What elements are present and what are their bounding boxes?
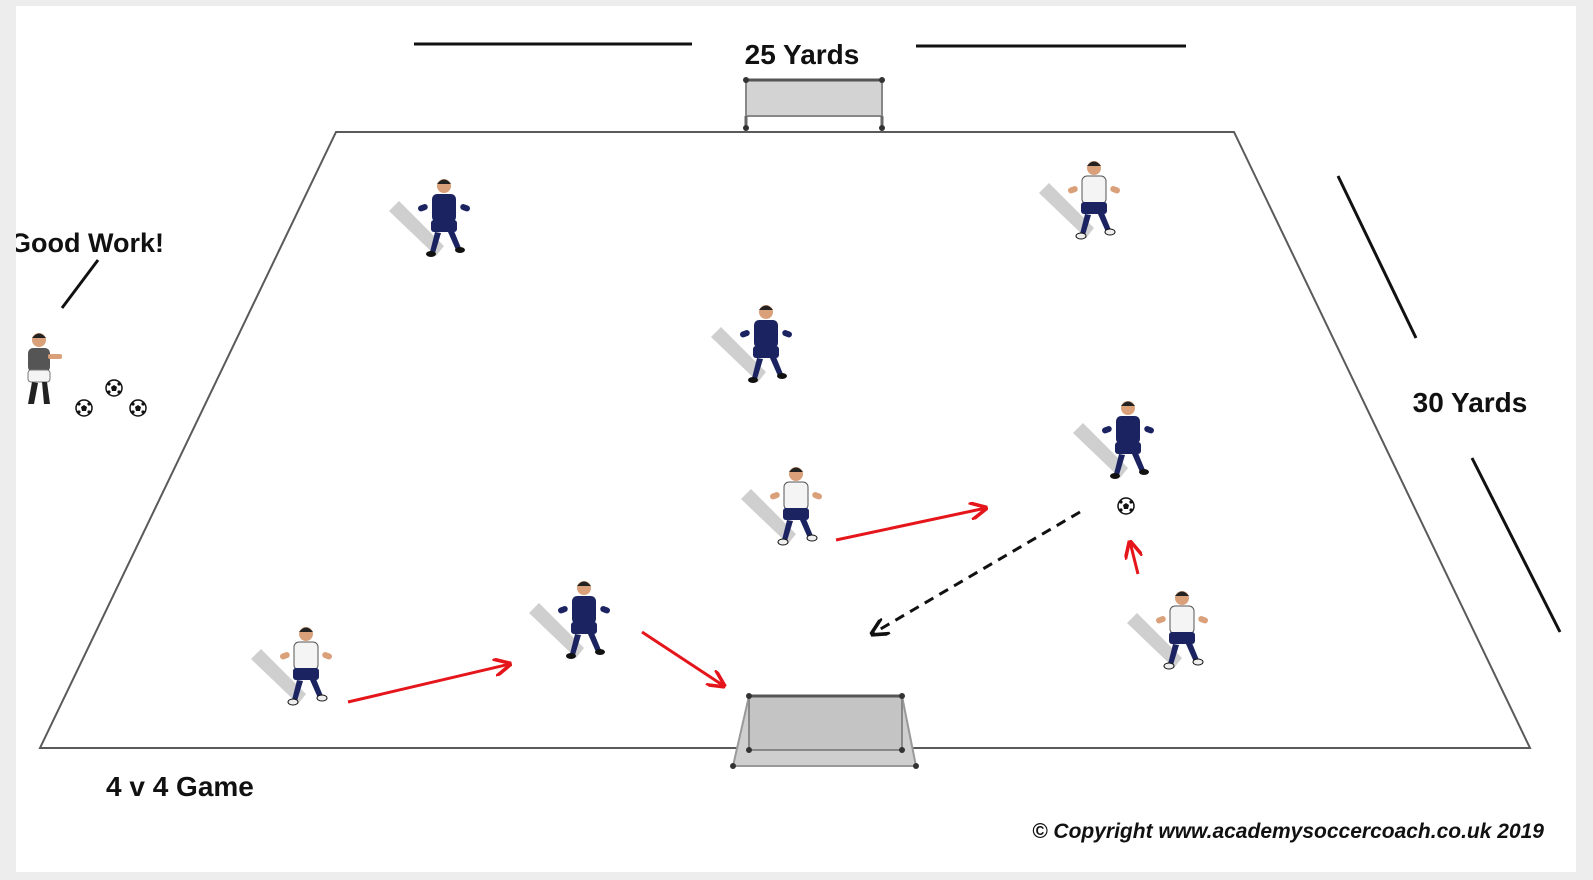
pass-arrow: [347, 664, 510, 704]
run-arrow: [872, 510, 1081, 634]
bottom-goal: [730, 693, 919, 769]
spare-ball: [105, 379, 123, 397]
diagram-canvas: 25 Yards 30 Yards Good Work!: [16, 39, 1562, 843]
side-dimension-line-top: [1336, 175, 1418, 339]
drill-diagram: 25 Yards 30 Yards Good Work!: [16, 6, 1576, 872]
match-ball: [1117, 497, 1135, 515]
top-dimension-label: 25 Yards: [745, 39, 860, 70]
pass-arrow: [1130, 542, 1138, 575]
pass-arrow: [835, 508, 986, 542]
top-goal: [743, 77, 885, 131]
shot-arrow: [641, 630, 724, 686]
coach-callout-pointer: [60, 259, 100, 309]
game-name-label: 4 v 4 Game: [106, 771, 254, 802]
coach-callout: Good Work!: [16, 228, 164, 258]
spare-ball: [75, 399, 93, 417]
side-dimension-label: 30 Yards: [1413, 387, 1528, 418]
side-dimension-line-bottom: [1470, 457, 1562, 633]
spare-ball: [129, 399, 147, 417]
pitch-outline: [38, 131, 1532, 749]
copyright-text: © Copyright www.academysoccercoach.co.uk…: [1032, 820, 1544, 843]
coach-figure: [27, 333, 62, 404]
